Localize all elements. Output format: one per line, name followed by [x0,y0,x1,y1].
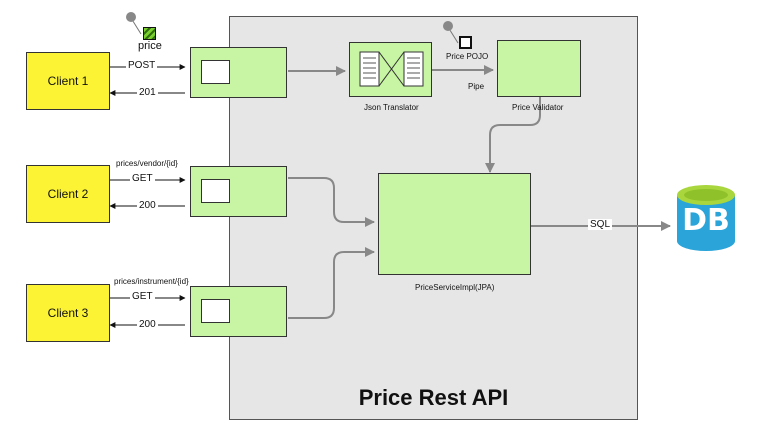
endpoint-get-instrument-port [201,299,230,323]
system-title: Price Rest API [358,385,509,410]
pipe-label: Pipe [468,82,485,91]
client3-method-label: GET [130,291,155,302]
endpoint-get-vendor[interactable] [190,166,287,217]
client1-method-label: POST [126,60,158,71]
client-1[interactable]: Client 1 [26,52,110,110]
client-2[interactable]: Client 2 [26,165,110,223]
price-tap-label: price [138,40,162,52]
endpoint-get-vendor-port [201,179,230,203]
price-tap-icon [143,27,156,40]
endpoint-get-instrument[interactable] [190,286,287,337]
client2-method-label: GET [130,173,155,184]
client2-status-label: 200 [137,200,158,211]
pojo-tap-icon [459,36,472,49]
price-service[interactable] [378,173,531,275]
client-1-label: Client 1 [47,74,89,88]
client2-path-label: prices/vendor/{id} [116,159,178,168]
client-3[interactable]: Client 3 [26,284,110,342]
price-validator-label: Price Validator [512,103,564,112]
client-3-label: Client 3 [47,306,89,320]
client1-status-label: 201 [137,87,158,98]
client3-status-label: 200 [137,319,158,330]
sql-label: SQL [588,219,613,230]
client3-path-label: prices/instrument/{id} [114,277,189,286]
json-translator-label: Json Translator [364,103,419,112]
price-tap-probe [126,12,136,22]
json-translator[interactable] [349,42,432,97]
endpoint-post-port [201,60,230,84]
pojo-label: Price POJO [446,52,489,61]
db-label: DB [682,203,730,238]
price-validator[interactable] [497,40,581,97]
price-service-label: PriceServiceImpl(JPA) [415,283,495,292]
endpoint-post[interactable] [190,47,287,98]
database-icon [677,185,735,251]
client-2-label: Client 2 [47,187,89,201]
translator-icon [359,51,424,87]
